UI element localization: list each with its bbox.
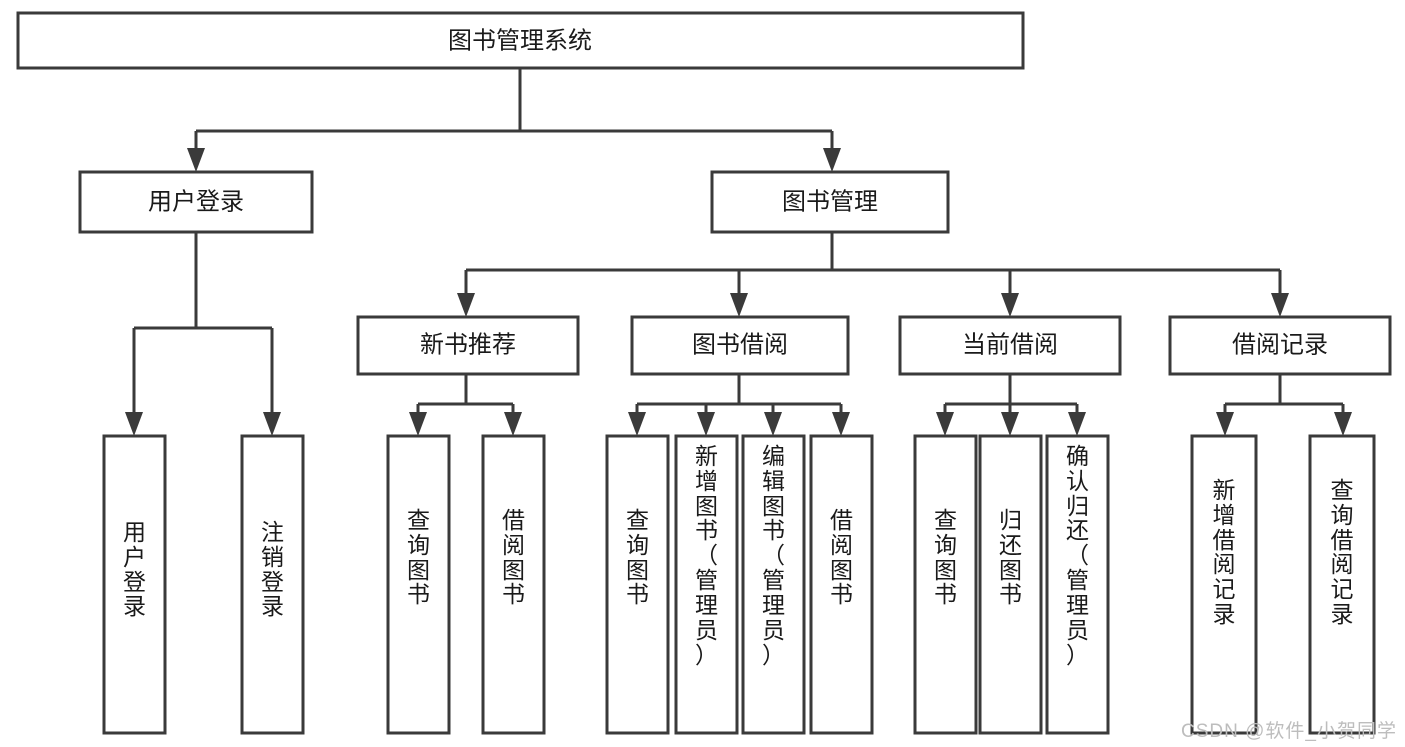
node-borrow-record-label: 借阅记录 bbox=[1232, 331, 1328, 358]
leaf-boxes bbox=[102, 434, 1376, 735]
connector-book-management-to-level3 bbox=[457, 232, 1289, 317]
node-root-label: 图书管理系统 bbox=[448, 27, 592, 54]
leaf-box-borrow-book-2 bbox=[809, 434, 874, 735]
connector-user-login-to-leaves bbox=[125, 232, 281, 436]
connector-borrow-record-to-leaves bbox=[1216, 374, 1352, 436]
leaf-box-query-record bbox=[1308, 434, 1376, 735]
connector-new-book-recommend-to-leaves bbox=[409, 374, 522, 436]
node-root[interactable]: 图书管理系统 bbox=[16, 11, 1025, 70]
leaf-box-add-book bbox=[674, 434, 739, 735]
node-book-management[interactable]: 图书管理 bbox=[710, 170, 950, 234]
node-current-borrow[interactable]: 当前借阅 bbox=[898, 315, 1122, 376]
leaf-box-edit-book bbox=[741, 434, 806, 735]
connector-book-borrow-to-leaves bbox=[628, 374, 850, 436]
leaf-box-query-book-3 bbox=[913, 434, 978, 735]
leaf-box-user-login bbox=[102, 434, 167, 735]
node-user-login[interactable]: 用户登录 bbox=[78, 170, 314, 234]
node-book-borrow[interactable]: 图书借阅 bbox=[630, 315, 850, 376]
connector-current-borrow-to-leaves bbox=[936, 374, 1086, 436]
leaf-box-query-book-1 bbox=[386, 434, 451, 735]
leaf-box-borrow-book-1 bbox=[481, 434, 546, 735]
connector-root-to-level2 bbox=[187, 68, 841, 172]
node-borrow-record[interactable]: 借阅记录 bbox=[1168, 315, 1392, 376]
node-user-login-label: 用户登录 bbox=[148, 188, 244, 215]
leaf-box-confirm-return bbox=[1045, 434, 1110, 735]
node-current-borrow-label: 当前借阅 bbox=[962, 331, 1058, 358]
node-book-management-label: 图书管理 bbox=[782, 188, 878, 215]
node-new-book-recommend[interactable]: 新书推荐 bbox=[356, 315, 580, 376]
leaf-box-query-book-2 bbox=[605, 434, 670, 735]
leaf-box-return-book bbox=[978, 434, 1043, 735]
node-new-book-recommend-label: 新书推荐 bbox=[420, 331, 516, 358]
leaf-box-add-record bbox=[1190, 434, 1258, 735]
leaf-box-logout-login bbox=[240, 434, 305, 735]
node-book-borrow-label: 图书借阅 bbox=[692, 331, 788, 358]
